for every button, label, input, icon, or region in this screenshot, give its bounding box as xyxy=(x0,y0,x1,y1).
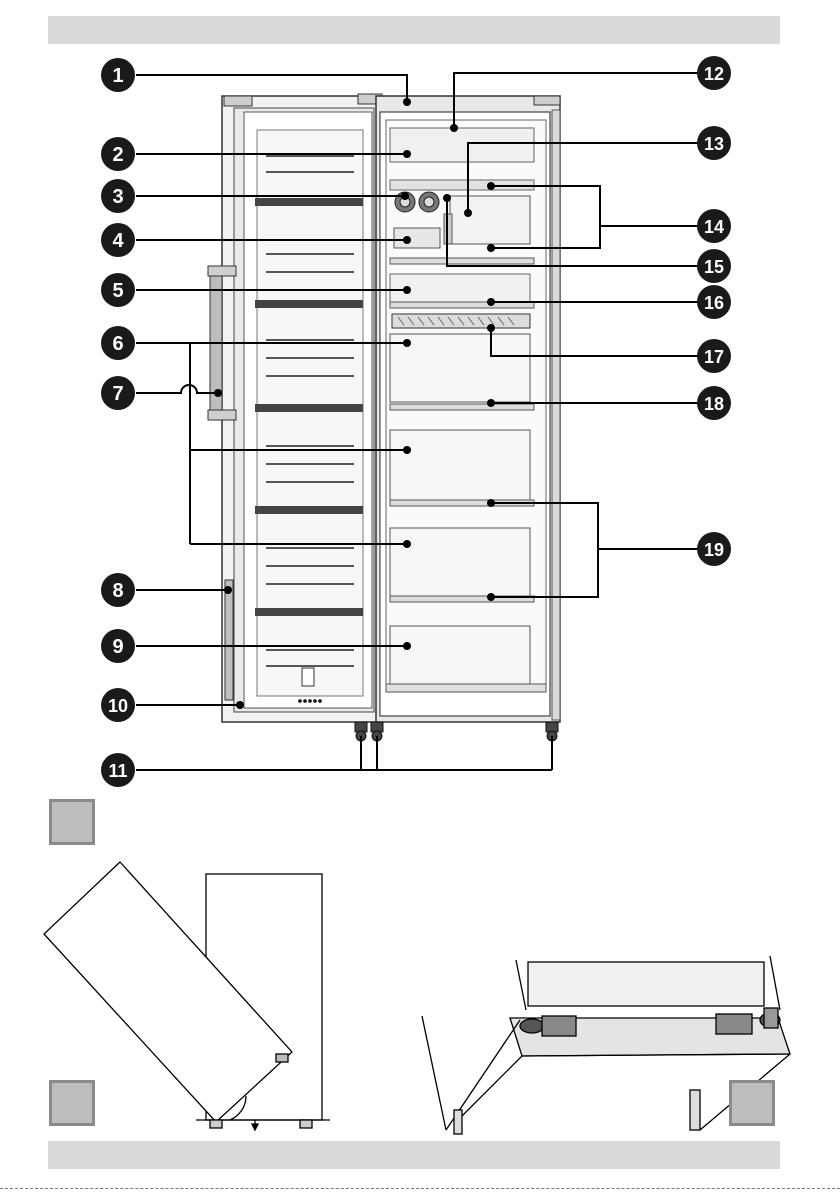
callout-label: 13 xyxy=(704,134,724,154)
callout-12: 12 xyxy=(697,56,731,90)
callout-19: 19 xyxy=(697,532,731,566)
freezer-cabinet xyxy=(208,94,560,741)
callout-label: 19 xyxy=(704,540,724,560)
callout-label: 5 xyxy=(112,280,123,302)
callout-label: 7 xyxy=(112,383,123,405)
callout-label: 12 xyxy=(704,64,724,84)
callout-8: 8 xyxy=(101,573,135,607)
figure-3-marker xyxy=(49,1080,95,1126)
callout-17: 17 xyxy=(697,339,731,373)
callout-label: 8 xyxy=(112,580,123,602)
callout-label: 9 xyxy=(112,636,123,658)
callout-7: 7 xyxy=(101,376,135,410)
callout-label: 16 xyxy=(704,293,724,313)
callout-4: 4 xyxy=(101,223,135,257)
callout-label: 10 xyxy=(108,696,128,716)
figure-4-marker xyxy=(729,1080,775,1126)
callout-10: 10 xyxy=(101,688,135,722)
callout-label: 6 xyxy=(112,333,123,355)
callout-label: 3 xyxy=(112,186,123,208)
callout-6: 6 xyxy=(101,326,135,360)
callout-9: 9 xyxy=(101,629,135,663)
callout-15: 15 xyxy=(697,249,731,283)
callout-label: 1 xyxy=(112,65,123,87)
leveling-foot-icon xyxy=(520,1019,544,1033)
callouts-left: 1 2 3 4 5 6 7 8 9 10 11 xyxy=(101,58,135,787)
page-edge-dotted-line xyxy=(0,1188,840,1189)
callout-3: 3 xyxy=(101,179,135,213)
callout-11: 11 xyxy=(101,753,135,787)
callout-label: 11 xyxy=(108,761,127,781)
callout-label: 14 xyxy=(704,217,724,237)
callout-1: 1 xyxy=(101,58,135,92)
callout-2: 2 xyxy=(101,137,135,171)
callout-13: 13 xyxy=(697,126,731,160)
callout-18: 18 xyxy=(697,386,731,420)
callout-label: 2 xyxy=(112,144,123,166)
callout-label: 18 xyxy=(704,394,724,414)
callout-label: 4 xyxy=(112,230,124,252)
callout-label: 17 xyxy=(704,347,724,367)
callouts-right: 12 13 14 15 16 17 18 19 xyxy=(697,56,731,566)
callout-5: 5 xyxy=(101,273,135,307)
callout-16: 16 xyxy=(697,285,731,319)
figure-2-marker xyxy=(49,799,95,845)
callout-label: 15 xyxy=(704,257,724,277)
leveling-foot-icon xyxy=(355,722,558,741)
callout-14: 14 xyxy=(697,209,731,243)
